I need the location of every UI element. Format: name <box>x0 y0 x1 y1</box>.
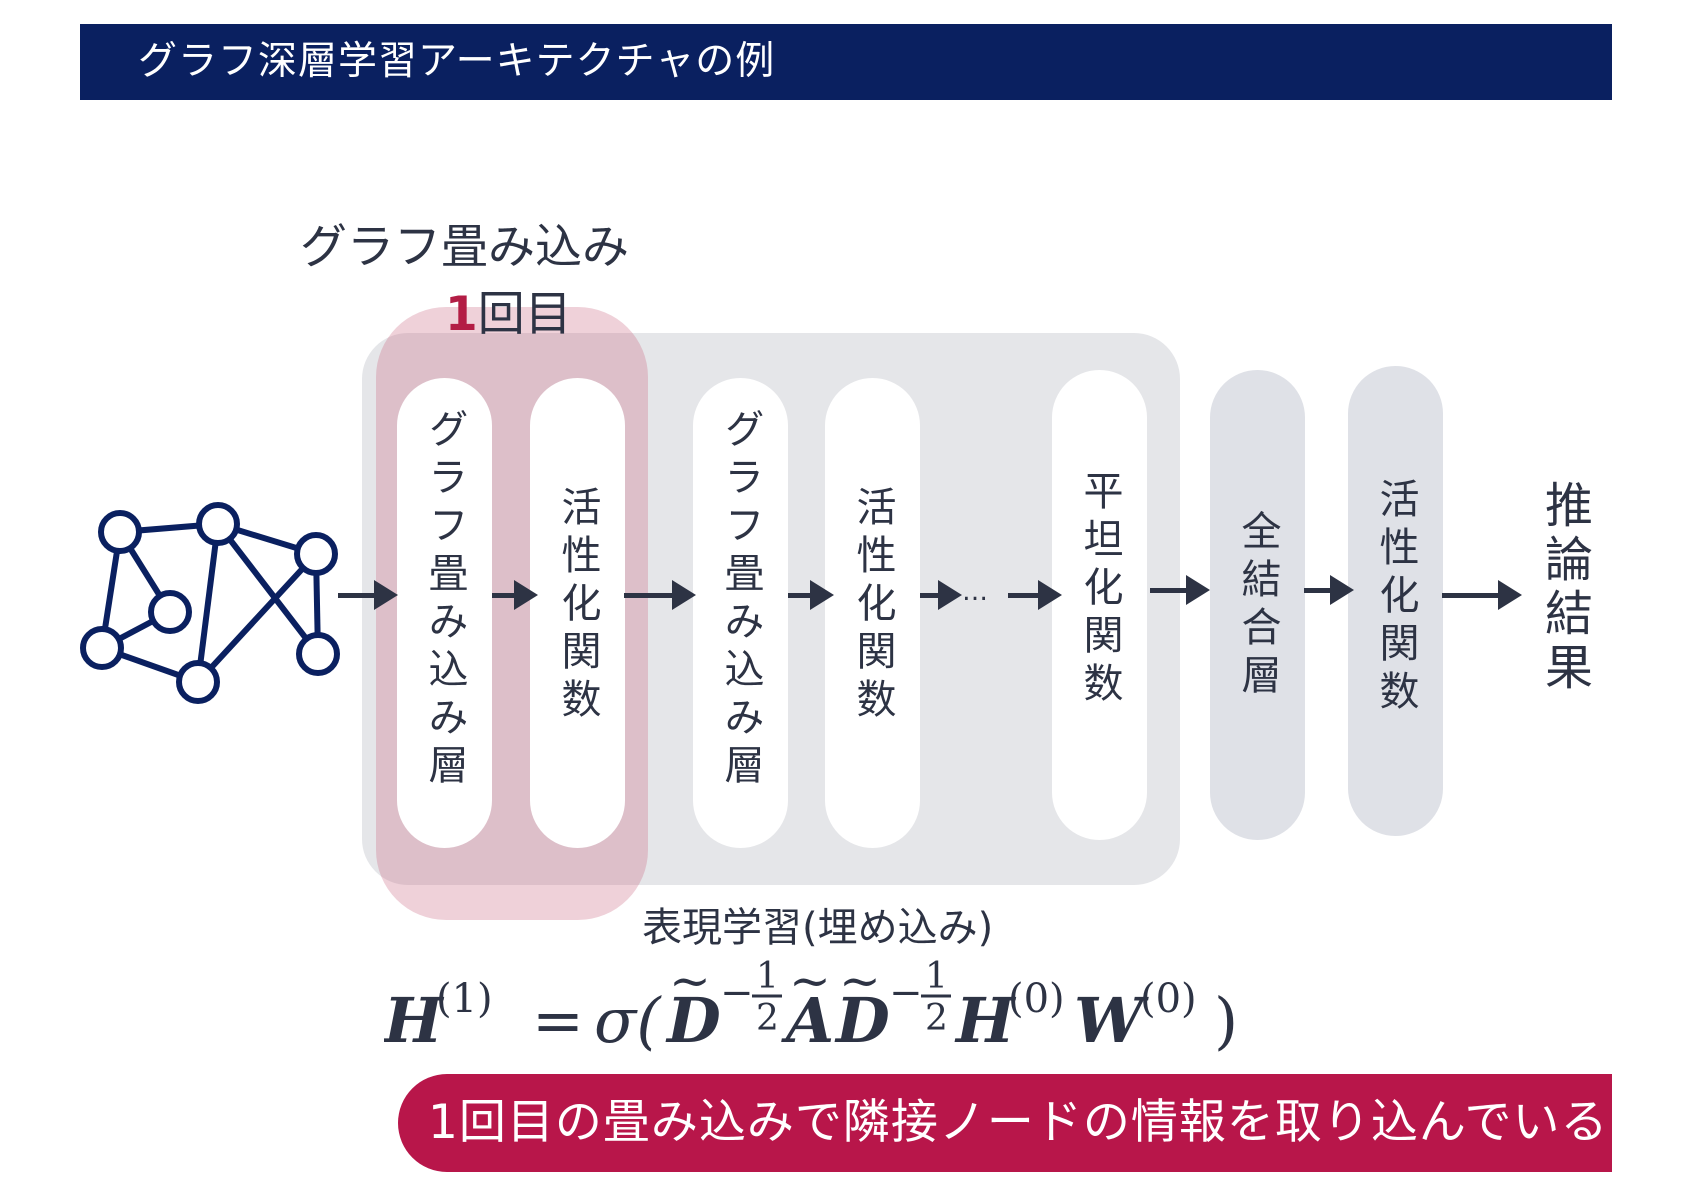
graph-conv-layer-2: グラフ畳み込み層 <box>693 378 788 848</box>
arrow-9 <box>1442 580 1522 610</box>
formula-h1: H <box>384 984 445 1057</box>
inference-result-label: 推論結果 <box>1536 480 1592 696</box>
graph-conv-layer-1: グラフ畳み込み層 <box>397 378 492 848</box>
fully-connected-layer: 全結合層 <box>1210 370 1305 840</box>
arrow-3 <box>624 580 696 610</box>
activation-function-1: 活性化関数 <box>530 378 625 848</box>
formula-a: A <box>781 984 834 1057</box>
formula-tilde-d2: ~ <box>839 952 881 1010</box>
formula-h0: H <box>954 984 1017 1057</box>
gcn-formula: H (1) = σ( ~ D − 1 2 ~ A ~ D − 1 2 H (0)… <box>384 952 1238 1057</box>
formula-w: W <box>1074 984 1149 1057</box>
arrow-6 <box>1008 580 1062 610</box>
graph-convolution-label: グラフ畳み込み <box>300 220 629 275</box>
representation-learning-label: 表現学習(埋め込み) <box>642 905 994 951</box>
formula-close-paren: ) <box>1214 984 1238 1057</box>
activation-function-3: 活性化関数 <box>1348 366 1443 836</box>
formula-exp1-num: 1 <box>756 956 779 997</box>
formula-d2: D <box>834 984 890 1057</box>
graph-network-icon <box>80 502 340 704</box>
formula-exp2-sign: − <box>889 970 923 1016</box>
arrow-1 <box>338 580 398 610</box>
formula-tilde-a: ~ <box>789 952 831 1010</box>
first-iteration-label: 1回目 <box>445 286 572 344</box>
ellipsis: … <box>962 577 989 607</box>
formula-h1-sup: (1) <box>436 976 493 1022</box>
formula-tilde-d1: ~ <box>669 952 711 1010</box>
formula-equals: = <box>532 984 584 1057</box>
formula-h0-sup: (0) <box>1008 976 1065 1022</box>
formula-exp1-sign: − <box>720 970 754 1016</box>
formula-sigma: σ( <box>594 984 662 1057</box>
slide-title: グラフ深層学習アーキテクチャの例 <box>80 24 1612 100</box>
formula-exp1-den: 2 <box>756 998 779 1039</box>
first-iteration-suffix: 回目 <box>477 287 572 342</box>
arrow-5 <box>920 580 962 610</box>
arrow-4 <box>788 580 834 610</box>
formula-w-sup: (0) <box>1140 976 1197 1022</box>
first-iteration-number: 1 <box>445 287 478 342</box>
formula-exp2-num: 1 <box>925 956 948 997</box>
arrow-8 <box>1304 575 1354 605</box>
formula-d1: D <box>665 984 721 1057</box>
bottom-message-banner: 1回目の畳み込みで隣接ノードの情報を取り込んでいる <box>398 1074 1612 1172</box>
arrow-2 <box>492 580 538 610</box>
formula-exp2-den: 2 <box>925 998 948 1039</box>
activation-function-2: 活性化関数 <box>825 378 920 848</box>
flatten-function: 平坦化関数 <box>1052 370 1147 840</box>
arrow-7 <box>1150 575 1210 605</box>
